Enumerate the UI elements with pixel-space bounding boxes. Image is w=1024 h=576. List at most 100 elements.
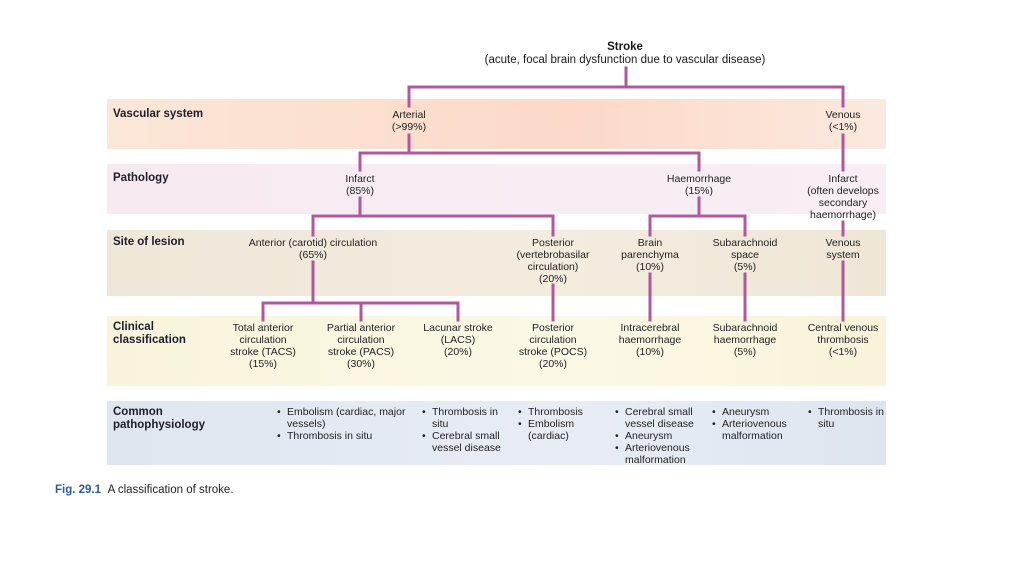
pathophysiology-item: Thrombosis in situ <box>422 406 514 430</box>
row-label-common-pathophysiology: Common pathophysiology <box>113 406 205 432</box>
pathophysiology-anterior: Embolism (cardiac, major vessels) Thromb… <box>277 406 419 442</box>
row-label-site-of-lesion: Site of lesion <box>113 236 185 248</box>
node-line: Infarct <box>345 173 375 185</box>
node-line: circulation <box>529 334 577 346</box>
node-venous: Venous (<1%) <box>808 109 878 133</box>
node-central-venous-thrombosis: Central venous thrombosis (<1%) <box>798 322 888 358</box>
pathophysiology-intracerebral: Cerebral small vessel disease Aneurysm A… <box>615 406 709 466</box>
node-arterial: Arterial (>99%) <box>369 109 449 133</box>
row-label-line: pathophysiology <box>113 419 205 431</box>
pathophysiology-item: Embolism (cardiac, major vessels) <box>277 406 419 430</box>
node-line: (10%) <box>635 346 664 358</box>
pathophysiology-item: Cerebral small vessel disease <box>615 406 709 430</box>
node-line: (30%) <box>346 358 375 370</box>
node-line: (15%) <box>248 358 277 370</box>
node-line: secondary <box>818 197 868 209</box>
node-line: haemorrhage <box>713 334 777 346</box>
node-line: Arterial <box>392 109 426 121</box>
node-line: Subarachnoid <box>712 237 778 249</box>
node-line: (>99%) <box>391 121 427 133</box>
node-line: Infarct <box>828 173 858 185</box>
band-pathology <box>107 164 886 214</box>
node-line: (20%) <box>443 346 472 358</box>
node-pocs: Posterior circulation stroke (POCS) (20%… <box>506 322 600 370</box>
node-tacs: Total anterior circulation stroke (TACS)… <box>216 322 310 370</box>
node-line: (LACS) <box>440 334 476 346</box>
node-line: thrombosis <box>817 334 869 346</box>
node-line: Anterior (carotid) circulation <box>248 237 378 249</box>
node-line: Brain <box>637 237 663 249</box>
band-site-of-lesion <box>107 230 886 296</box>
figure-number: Fig. 29.1 <box>55 484 102 496</box>
node-line: (vertebrobasilar <box>516 249 590 261</box>
node-line: stroke (TACS) <box>230 346 296 358</box>
pathophysiology-item: Aneurysm <box>615 430 709 442</box>
node-venous-infarct: Infarct (often develops secondary haemor… <box>797 173 889 221</box>
node-line: circulation <box>239 334 287 346</box>
node-subarachnoid-haemorrhage: Subarachnoid haemorrhage (5%) <box>702 322 788 358</box>
node-line: (20%) <box>538 273 567 285</box>
node-line: (65%) <box>298 249 327 261</box>
row-label-vascular-system: Vascular system <box>113 108 204 120</box>
connector-arterial <box>358 133 701 172</box>
pathophysiology-subarachnoid: Aneurysm Arteriovenous malformation <box>712 406 800 442</box>
node-line: (20%) <box>538 358 567 370</box>
pathophysiology-venous: Thrombosis in situ <box>808 406 886 430</box>
node-line: haemorrhage) <box>810 209 876 221</box>
node-line: circulation) <box>527 261 579 273</box>
node-line: Central venous <box>807 322 879 334</box>
connector-haemorrhage <box>648 196 747 237</box>
node-line: Haemorrhage <box>666 173 732 185</box>
row-label-line: classification <box>113 334 186 346</box>
node-subarachnoid-space: Subarachnoid space (5%) <box>702 237 788 273</box>
node-line: Subarachnoid <box>712 322 778 334</box>
pathophysiology-item: Thrombosis in situ <box>808 406 886 430</box>
band-clinical-classification <box>107 316 886 386</box>
node-lacs: Lacunar stroke (LACS) (20%) <box>411 322 505 358</box>
row-label-line: Common <box>113 406 163 418</box>
figure-caption-text: A classification of stroke. <box>107 484 234 496</box>
node-line: Total anterior <box>232 322 294 334</box>
node-line: (15%) <box>684 185 713 197</box>
node-line: circulation <box>337 334 385 346</box>
node-brain-parenchyma: Brain parenchyma (10%) <box>610 237 690 273</box>
node-line: (often develops <box>807 185 879 197</box>
node-venous-system: Venous system <box>803 237 883 261</box>
pathophysiology-item: Arteriovenous malformation <box>615 442 709 466</box>
node-line: Posterior <box>531 237 574 249</box>
title-stroke: Stroke <box>607 41 643 53</box>
node-haemorrhage: Haemorrhage (15%) <box>654 173 744 197</box>
node-line: Lacunar stroke <box>423 322 493 334</box>
node-pacs: Partial anterior circulation stroke (PAC… <box>314 322 408 370</box>
node-line: (<1%) <box>828 121 858 133</box>
pathophysiology-item: Cerebral small vessel disease <box>422 430 514 454</box>
node-anterior-circulation: Anterior (carotid) circulation (65%) <box>233 237 393 261</box>
node-line: space <box>730 249 760 261</box>
title-definition: (acute, focal brain dysfunction due to v… <box>484 54 766 66</box>
pathophysiology-item: Arteriovenous malformation <box>712 418 800 442</box>
node-line: system <box>826 249 860 261</box>
pathophysiology-pocs: Thrombosis Embolism (cardiac) <box>518 406 600 442</box>
node-line: (10%) <box>635 261 664 273</box>
pathophysiology-item: Aneurysm <box>712 406 800 418</box>
node-line: haemorrhage <box>618 334 682 346</box>
pathophysiology-item: Thrombosis <box>518 406 600 418</box>
pathophysiology-item: Embolism (cardiac) <box>518 418 600 442</box>
figure-caption: Fig. 29.1 A classification of stroke. <box>55 484 234 496</box>
node-posterior-circulation: Posterior (vertebrobasilar circulation) … <box>503 237 603 285</box>
node-line: Venous <box>825 109 861 121</box>
connector-anterior <box>261 260 460 322</box>
row-label-line: Clinical <box>113 321 154 333</box>
row-label-clinical-classification: Clinical classification <box>113 321 186 347</box>
connector-stroke <box>407 66 845 108</box>
pathophysiology-lacs: Thrombosis in situ Cerebral small vessel… <box>422 406 514 454</box>
node-line: Intracerebral <box>620 322 680 334</box>
band-vascular-system <box>107 99 886 149</box>
node-line: stroke (PACS) <box>327 346 395 358</box>
node-line: (5%) <box>733 346 757 358</box>
node-line: parenchyma <box>621 249 679 261</box>
node-line: Posterior <box>531 322 574 334</box>
node-intracerebral-haemorrhage: Intracerebral haemorrhage (10%) <box>605 322 695 358</box>
node-line: Venous <box>825 237 861 249</box>
